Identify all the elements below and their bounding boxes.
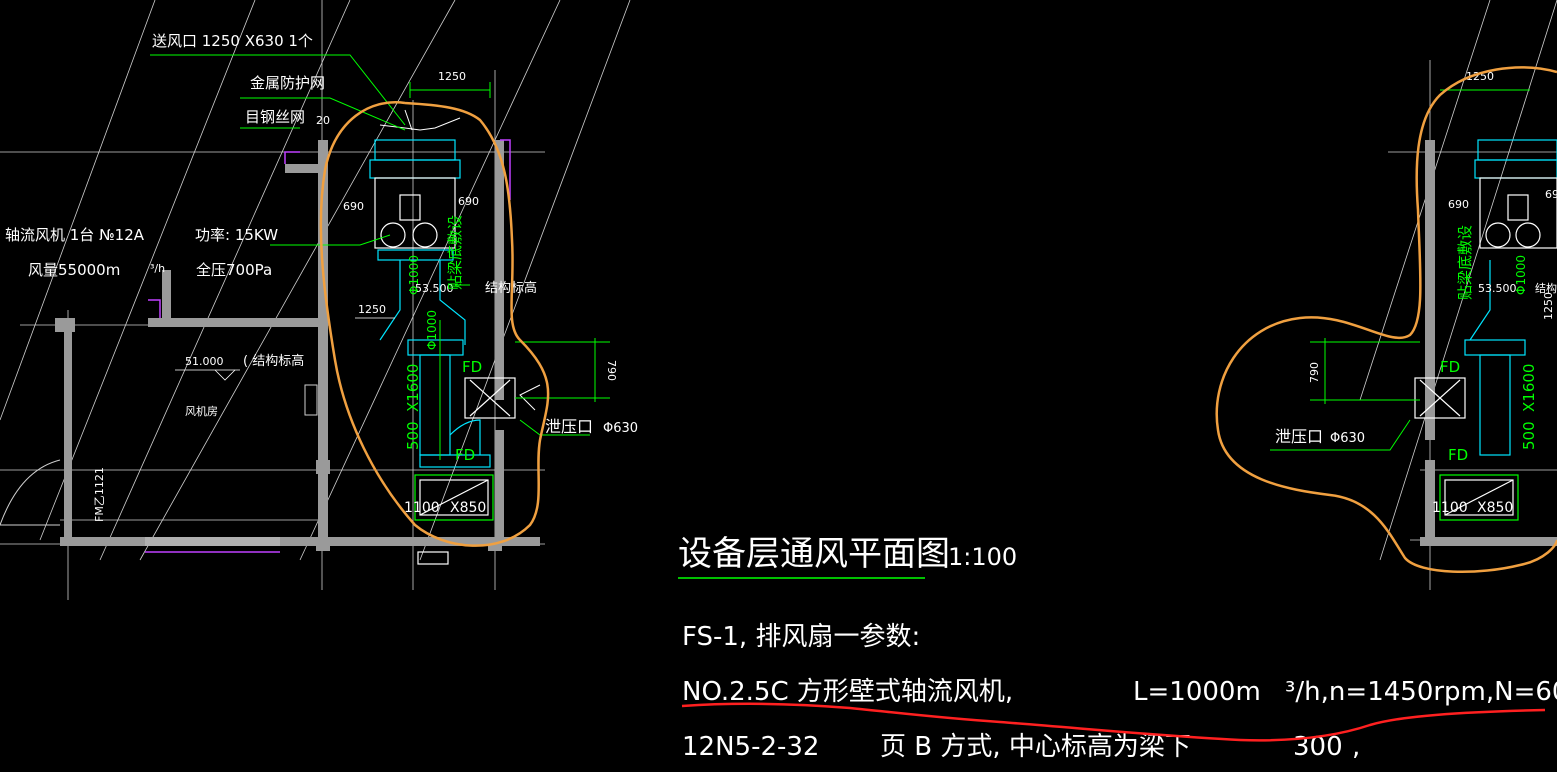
fan-notes: FS-1, 排风扇一参数: NO.2.5C 方形壁式轴流风机, L=1000m … — [682, 622, 1557, 762]
dim-790: 790 — [605, 360, 618, 381]
note-line-3d: , — [1352, 732, 1360, 762]
power-label: 功率: 15KW — [195, 226, 278, 244]
phi1000-label-b: Φ1000 — [425, 310, 439, 350]
right-relief-size: Φ630 — [1330, 431, 1365, 446]
note-line-3a: 12N5-2-32 — [682, 732, 819, 762]
fan-room-label: 风机房 — [185, 404, 218, 418]
fire-damper-top: FD — [462, 358, 482, 376]
note-line-2c: ³/h,n=1450rpm,N=60W — [1285, 677, 1557, 707]
note-line-1: FS-1, 排风扇一参数: — [682, 622, 920, 652]
leader-lines-right — [1270, 89, 1530, 451]
right-labels: 1250 690 贴梁底敷设 Φ1000 53.500 结构 790 泄压口 Φ… — [1275, 70, 1557, 516]
elevation-note: ( 结构标高 — [243, 353, 304, 369]
walls — [55, 140, 1557, 551]
right-dim-690-r: 690 — [1545, 188, 1557, 201]
dim-1250-top: 1250 — [438, 70, 466, 83]
relief-vent-label: 泄压口 — [545, 417, 593, 436]
right-struct: 结构 — [1535, 281, 1557, 295]
right-elevation: 53.500 — [1478, 282, 1517, 295]
right-relief-label: 泄压口 — [1275, 427, 1323, 446]
right-dim-1250-b: 1250 — [1542, 292, 1555, 320]
left-green-labels: 贴梁底敷设 Φ1000 Φ1000 FD FD X1600 500 — [404, 215, 482, 464]
right-fd-top: FD — [1440, 358, 1460, 376]
right-dim-1250: 1250 — [1466, 70, 1494, 83]
right-phi1000: Φ1000 — [1514, 255, 1528, 295]
right-dim-690: 690 — [1448, 198, 1469, 211]
door-swing — [0, 384, 318, 526]
right-dim-790: 790 — [1308, 362, 1321, 383]
right-dim-1100: 1100 — [1432, 500, 1468, 516]
relief-vent-size: Φ630 — [603, 421, 638, 436]
elevation-53500: 53.500 — [415, 282, 454, 295]
airflow-unit: ³/h — [150, 262, 165, 275]
right-under-beam: 贴梁底敷设 — [1456, 225, 1474, 300]
right-x1600: X1600 — [1520, 364, 1538, 412]
title-main: 设备层通风平面图 — [678, 534, 950, 574]
orange-markup-left — [319, 101, 550, 547]
note-line-3b: 页 B 方式, 中心标高为梁下 — [880, 732, 1191, 762]
under-beam-label: 贴梁底敷设 — [446, 215, 464, 290]
dimension-marks — [175, 317, 395, 381]
dim-690-right: 690 — [458, 195, 479, 208]
right-500: 500 — [1520, 421, 1538, 450]
wall-accents — [145, 139, 511, 553]
metal-mesh-label: 金属防护网 — [250, 74, 325, 92]
dim-1100: 1100 — [404, 500, 440, 516]
left-annotations: 送风口 1250 X630 1个 金属防护网 目钢丝网 20 轴流风机 1台 №… — [5, 32, 638, 522]
wire-mesh-label: 目钢丝网 — [245, 108, 305, 126]
pressure-label: 全压700Pa — [196, 261, 272, 279]
note-line-2b: L=1000m — [1133, 677, 1261, 707]
note-line-2a: NO.2.5C 方形壁式轴流风机, — [682, 677, 1013, 707]
fire-damper-bottom: FD — [455, 446, 475, 464]
duct-system-left — [369, 139, 516, 565]
grid-lines — [0, 0, 1557, 600]
dim-1250-mid: 1250 — [358, 303, 386, 316]
duct-500: 500 — [404, 421, 422, 450]
dim-690-left: 690 — [343, 200, 364, 213]
supply-outlet-label: 送风口 1250 X630 1个 — [152, 32, 313, 50]
airflow-label: 风量55000m — [28, 261, 120, 279]
title-scale: 1:100 — [948, 543, 1017, 571]
dim-x850: X850 — [450, 500, 486, 516]
drawing-title: 设备层通风平面图 1:100 — [678, 534, 1017, 579]
fan-model-label: 轴流风机 1台 №12A — [5, 226, 145, 244]
air-arrows — [379, 109, 541, 411]
leader-lines — [150, 54, 610, 460]
door-label: FM乙1121 — [93, 467, 106, 522]
phi1000-label-a: Φ1000 — [407, 255, 421, 295]
right-fd-bottom: FD — [1448, 446, 1468, 464]
red-markup-underline — [681, 702, 1546, 742]
orange-markup-right — [1215, 66, 1557, 574]
right-dim-x850: X850 — [1477, 500, 1513, 516]
dim-20: 20 — [316, 114, 330, 127]
duct-x1600: X1600 — [404, 364, 422, 412]
duct-system-right — [1414, 139, 1557, 521]
elevation-value: 51.000 — [185, 355, 224, 368]
